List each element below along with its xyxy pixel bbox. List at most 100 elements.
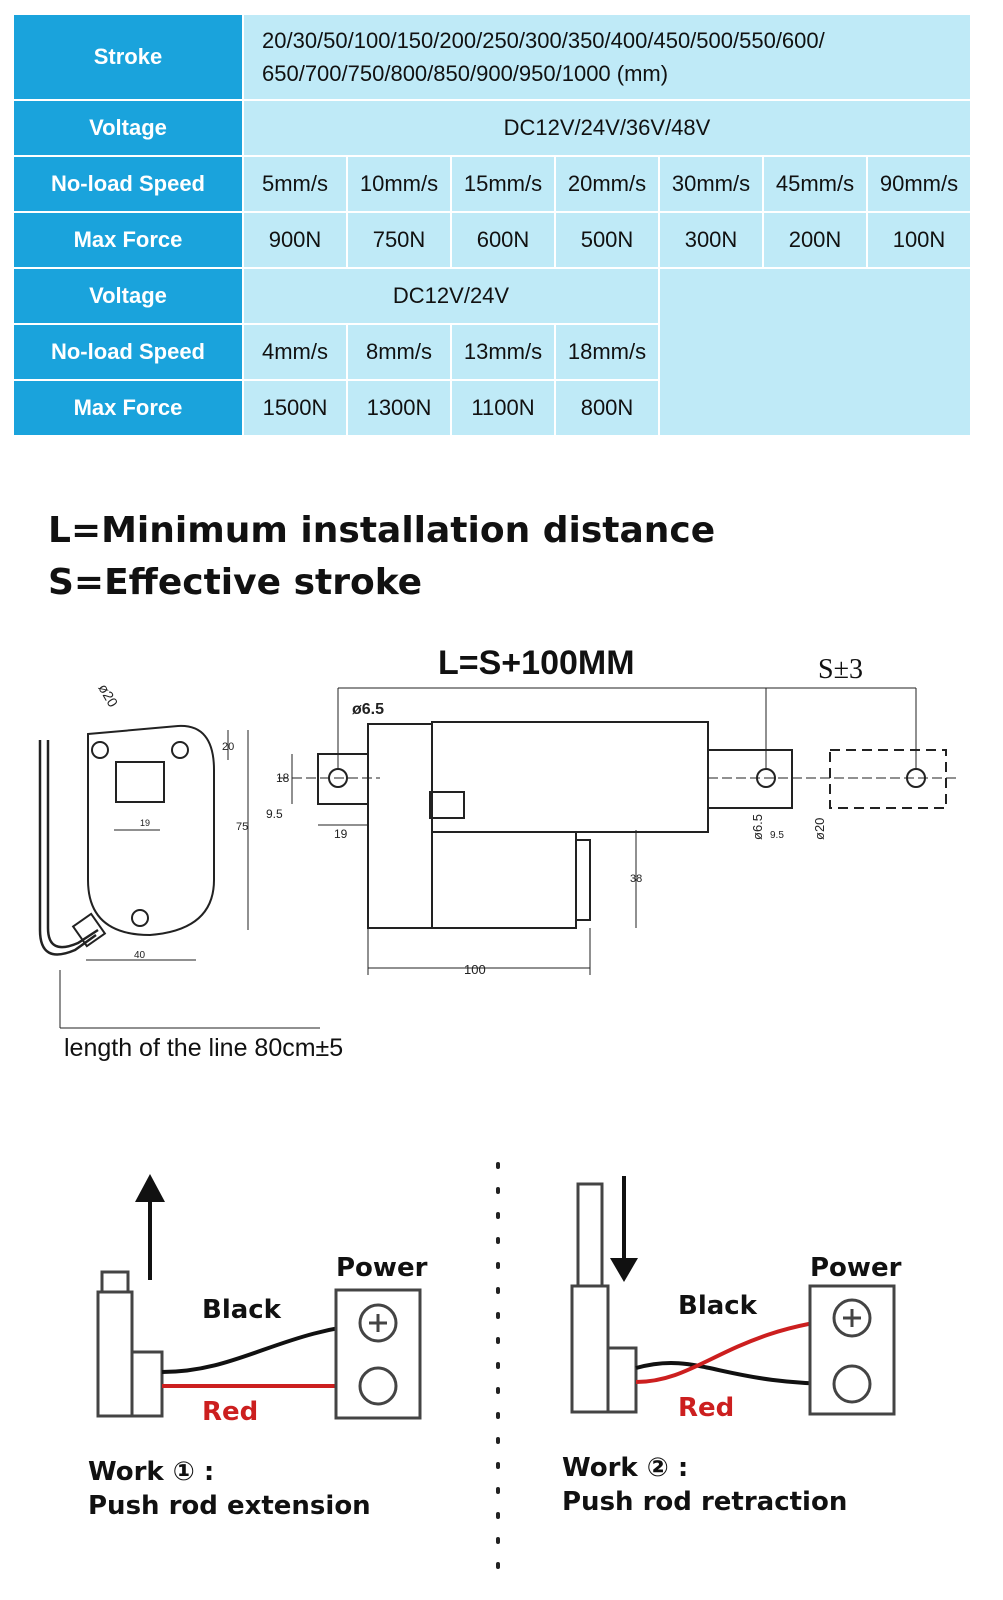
force-cell: 500N: [554, 211, 660, 269]
dim-19: 19: [334, 827, 348, 841]
speed-label-1: No-load Speed: [12, 155, 244, 213]
gearbox: [367, 723, 433, 929]
force-cell: 1100N: [450, 379, 556, 437]
plus-terminal-icon: [832, 1298, 872, 1338]
voltage-label-2: Voltage: [12, 267, 244, 325]
minus-terminal-icon: [358, 1366, 398, 1406]
dim-20-small: 20: [222, 741, 234, 753]
dimension-drawing: ø20 20 75 19 40 ø6.5 18 9.5 19 38 100 ø6…: [38, 644, 960, 1062]
speed-label-2: No-load Speed: [12, 323, 244, 381]
force-row-1: Max Force 900N 750N 600N 500N 300N 200N …: [12, 211, 972, 269]
force-cell: 100N: [866, 211, 972, 269]
spec-grid: Stroke 20/30/50/100/150/200/250/300/350/…: [12, 13, 972, 437]
arrow-down-icon: [610, 1258, 638, 1282]
cable-length-note: length of the line 80cm±5: [64, 1034, 343, 1062]
actuator-body: [96, 1290, 134, 1418]
power-box: [808, 1284, 896, 1416]
spec-table: Stroke 20/30/50/100/150/200/250/300/350/…: [12, 13, 972, 437]
actuator-motor: [606, 1346, 638, 1414]
right-circuit: Power Black Red Work ② : Push rod retrac…: [562, 1176, 902, 1517]
speed-row-2: No-load Speed 4mm/s 8mm/s 13mm/s 18mm/s: [12, 323, 971, 381]
work-desc-left: Push rod extension: [88, 1491, 371, 1521]
force-cell: 600N: [450, 211, 556, 269]
black-wire: [635, 1360, 853, 1387]
speed-cell: 20mm/s: [554, 155, 660, 213]
dim-20-rod: ø20: [812, 818, 827, 840]
dim-75: 75: [236, 821, 248, 833]
stroke-value: 20/30/50/100/150/200/250/300/350/400/450…: [242, 13, 972, 101]
extended-rod: [829, 749, 947, 809]
speed-cell: 45mm/s: [762, 155, 868, 213]
force-cell: 300N: [658, 211, 764, 269]
end-view-window: [115, 761, 165, 803]
wiring-diagram: Power Black Red Work ① : Push rod extens…: [88, 1162, 902, 1572]
plus-terminal-icon: [358, 1303, 398, 1343]
dim-40: 40: [134, 950, 146, 961]
work-title-right: Work ② :: [562, 1453, 688, 1483]
stroke-value-line2: 650/700/750/800/850/900/950/1000 (mm): [262, 61, 669, 86]
force-row-2: Max Force 1500N 1300N 1100N 800N: [12, 379, 971, 437]
dim-9-5: 9.5: [266, 807, 283, 821]
red-label-left: Red: [202, 1397, 258, 1427]
speed-cell: 30mm/s: [658, 155, 764, 213]
stroke-value-line1: 20/30/50/100/150/200/250/300/350/400/450…: [262, 28, 825, 53]
end-view-outline: [87, 724, 215, 937]
force-cell: 1500N: [242, 379, 348, 437]
rear-clevis: [317, 753, 369, 805]
inner-rod: [707, 749, 793, 809]
speed-cell: 90mm/s: [866, 155, 972, 213]
actuator-motor: [130, 1350, 164, 1418]
voltage-value-2: DC12V/24V: [242, 267, 660, 325]
stroke-row: Stroke 20/30/50/100/150/200/250/300/350/…: [12, 13, 972, 101]
red-label-right: Red: [678, 1393, 734, 1423]
actuator-body: [570, 1284, 610, 1414]
end-view-hole: [91, 741, 109, 759]
speed-cell: 10mm/s: [346, 155, 452, 213]
dim-19-front: 19: [140, 818, 150, 828]
work-title-left: Work ① :: [88, 1457, 214, 1487]
speed-cell: 18mm/s: [554, 323, 660, 381]
power-box: [334, 1288, 422, 1420]
voltage-row-1: Voltage DC12V/24V/36V/48V: [12, 99, 972, 157]
force-cell: 200N: [762, 211, 868, 269]
cable: [46, 740, 99, 949]
formula-label: L=S+100MM: [438, 644, 635, 682]
main-tube: [431, 721, 709, 833]
dim-20-front: ø20: [95, 681, 121, 710]
dim-18: 18: [276, 771, 290, 785]
force-label-2: Max Force: [12, 379, 244, 437]
force-cell: 1300N: [346, 379, 452, 437]
speed-cell: 5mm/s: [242, 155, 348, 213]
s-definition: S=Effective stroke: [48, 562, 423, 603]
motor-endcap: [575, 839, 591, 921]
power-label-left: Power: [336, 1253, 428, 1283]
voltage-row-2: Voltage DC12V/24V: [12, 267, 972, 437]
speed-cell: 4mm/s: [242, 323, 348, 381]
dim-100: 100: [464, 962, 486, 977]
voltage-label-1: Voltage: [12, 99, 244, 157]
cable: [38, 740, 97, 956]
empty-cell: [658, 267, 972, 437]
speed-row-1: No-load Speed 5mm/s 10mm/s 15mm/s 20mm/s…: [12, 155, 972, 213]
stroke-tolerance: S±3: [818, 654, 863, 685]
motor-label: [429, 791, 465, 819]
voltage-value-1: DC12V/24V/36V/48V: [242, 99, 972, 157]
work-desc-right: Push rod retraction: [562, 1487, 847, 1517]
motor: [431, 831, 577, 929]
speed-cell: 8mm/s: [346, 323, 452, 381]
end-view-hole: [131, 909, 149, 927]
black-label-left: Black: [202, 1295, 282, 1325]
stroke-label: Stroke: [12, 13, 244, 101]
dim-38: 38: [630, 873, 642, 885]
speed-cell: 13mm/s: [450, 323, 556, 381]
actuator-rod: [576, 1182, 604, 1292]
end-view-hole: [171, 741, 189, 759]
force-cell: 800N: [554, 379, 660, 437]
black-label-right: Black: [678, 1291, 758, 1321]
force-cell: 900N: [242, 211, 348, 269]
dim-6-5-top: ø6.5: [352, 701, 384, 718]
power-label-right: Power: [810, 1253, 902, 1283]
left-circuit: Power Black Red Work ① : Push rod extens…: [88, 1174, 428, 1521]
cable-gland: [71, 912, 107, 948]
speed-cell: 15mm/s: [450, 155, 556, 213]
